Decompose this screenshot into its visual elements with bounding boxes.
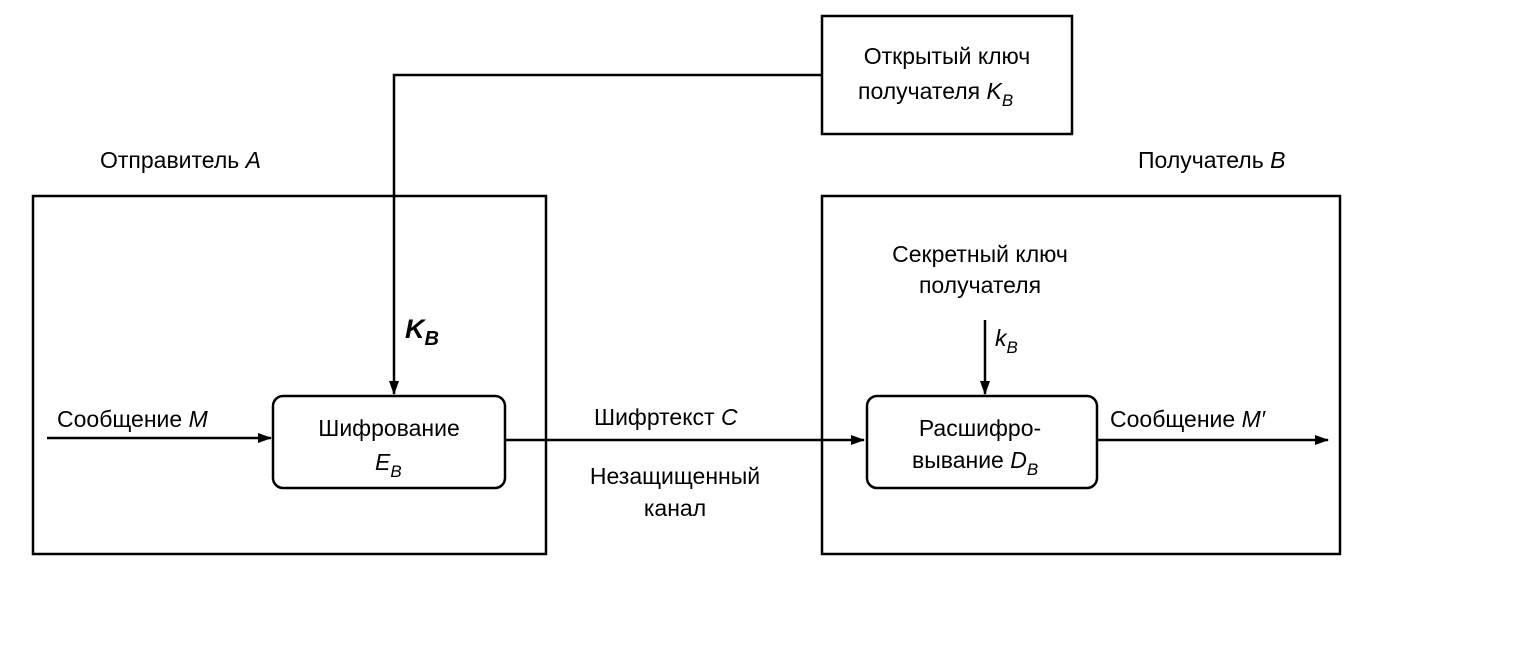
secret-key-label-line1: Секретный ключ <box>892 241 1068 267</box>
encryption-block <box>271 394 507 490</box>
channel-label-line2: канал <box>644 495 706 521</box>
sender-label: Отправитель A <box>100 147 261 173</box>
message-in-label: Сообщение M <box>57 406 209 432</box>
receiver-box <box>820 194 1342 556</box>
public-key-box <box>820 14 1074 136</box>
public-key-label-line2: получателя KB <box>858 78 1013 110</box>
encryption-symbol: EB <box>375 449 402 481</box>
ciphertext-label: Шифртекст C <box>594 404 738 430</box>
decryption-label-line2: вывание DB <box>912 447 1038 479</box>
channel-label-line1: Незащищенный <box>590 463 760 489</box>
public-key-arrow-label: KB <box>405 314 439 350</box>
secret-key-label-line2: получателя <box>919 272 1041 298</box>
secret-key-symbol: kB <box>995 325 1018 357</box>
public-key-label-line1: Открытый ключ <box>864 43 1031 69</box>
encryption-label-line1: Шифрование <box>318 415 460 441</box>
decryption-label-line1: Расшифро- <box>919 415 1041 441</box>
message-out-label: Сообщение M′ <box>1110 406 1266 432</box>
decryption-block <box>865 394 1099 490</box>
public-key-arrow <box>389 73 822 395</box>
sender-box <box>31 194 548 556</box>
receiver-label: Получатель B <box>1138 147 1285 173</box>
